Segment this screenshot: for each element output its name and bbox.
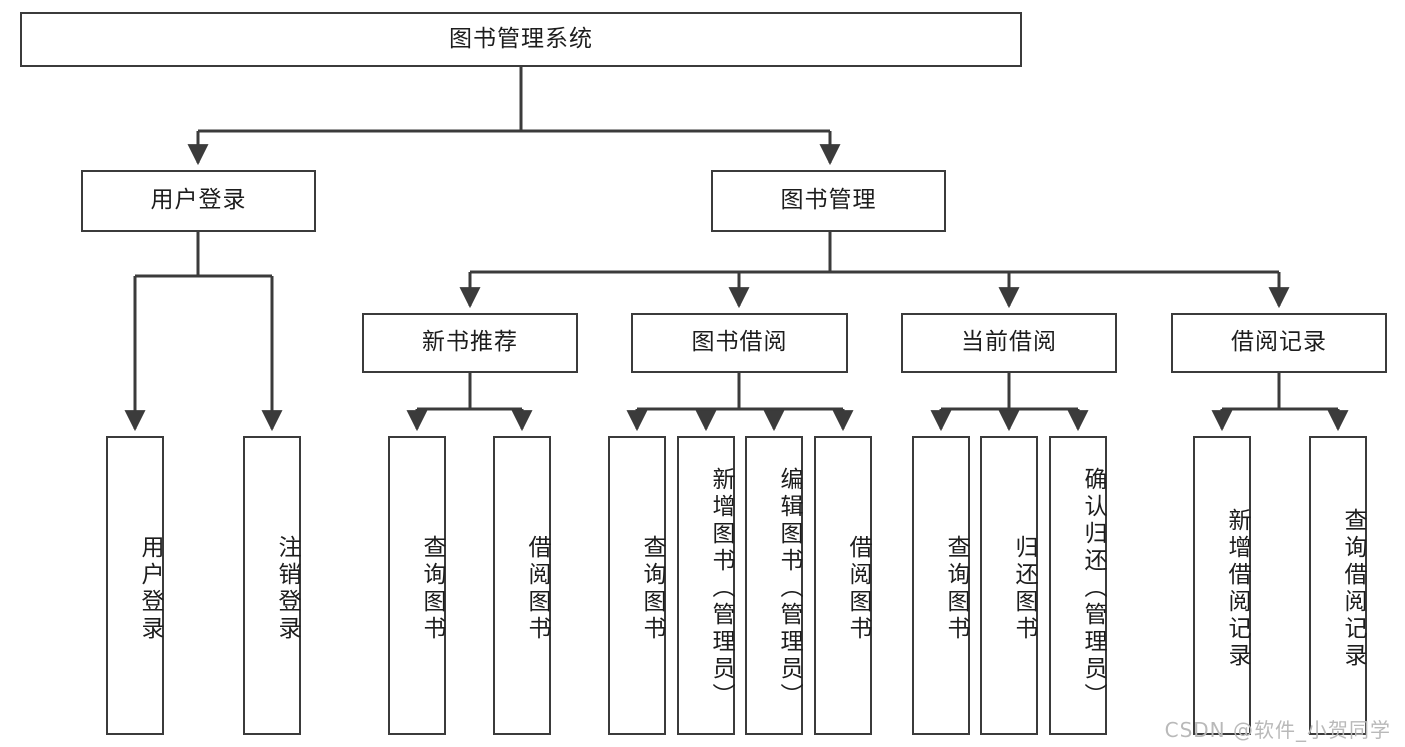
node-new-book-recommend[interactable]: 新书推荐 bbox=[362, 313, 578, 373]
node-leaf-borrow-book-1[interactable]: 借阅图书 bbox=[493, 436, 551, 735]
node-leaf-user-logout[interactable]: 注销登录 bbox=[243, 436, 301, 735]
node-book-borrow[interactable]: 图书借阅 bbox=[631, 313, 848, 373]
node-book-management[interactable]: 图书管理 bbox=[711, 170, 946, 232]
node-user-login[interactable]: 用户登录 bbox=[81, 170, 316, 232]
node-leaf-confirm-return[interactable]: 确认归还（管理员） bbox=[1049, 436, 1107, 735]
node-current-borrow[interactable]: 当前借阅 bbox=[901, 313, 1117, 373]
node-leaf-query-book-1[interactable]: 查询图书 bbox=[388, 436, 446, 735]
node-leaf-query-book-2[interactable]: 查询图书 bbox=[608, 436, 666, 735]
node-leaf-add-book[interactable]: 新增图书（管理员） bbox=[677, 436, 735, 735]
node-leaf-return-book[interactable]: 归还图书 bbox=[980, 436, 1038, 735]
node-leaf-query-book-3[interactable]: 查询图书 bbox=[912, 436, 970, 735]
node-root-book-management-system[interactable]: 图书管理系统 bbox=[20, 12, 1022, 67]
node-leaf-add-record[interactable]: 新增借阅记录 bbox=[1193, 436, 1251, 735]
node-leaf-borrow-book-2[interactable]: 借阅图书 bbox=[814, 436, 872, 735]
node-borrow-record[interactable]: 借阅记录 bbox=[1171, 313, 1387, 373]
node-leaf-user-login[interactable]: 用户登录 bbox=[106, 436, 164, 735]
node-leaf-query-record[interactable]: 查询借阅记录 bbox=[1309, 436, 1367, 735]
node-leaf-edit-book[interactable]: 编辑图书（管理员） bbox=[745, 436, 803, 735]
